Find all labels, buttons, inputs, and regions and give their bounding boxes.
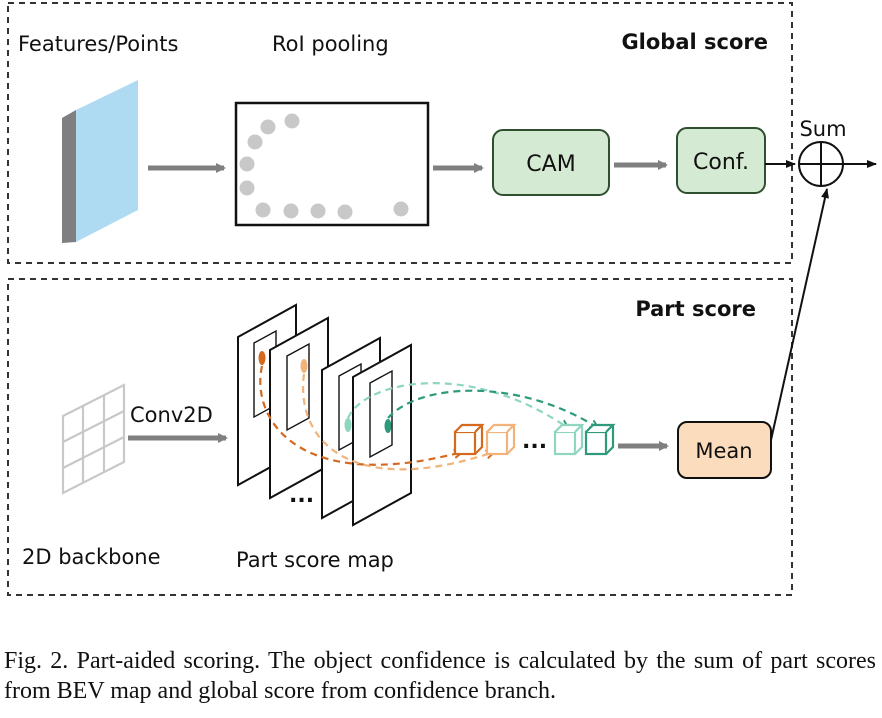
- arrow-teal-arc: [387, 389, 598, 428]
- sum-label: Sum: [799, 117, 846, 141]
- backbone-label: 2D backbone: [22, 545, 161, 569]
- conf-label: Conf.: [693, 150, 749, 175]
- cube-ellipsis: ...: [522, 429, 547, 454]
- diagram: Global score Features/Points RoI pooling…: [7, 2, 877, 596]
- cube-icon: [453, 423, 485, 456]
- roi-pooling-label: RoI pooling: [272, 32, 389, 56]
- global-score-title: Global score: [621, 30, 768, 54]
- figure-caption: Fig. 2. Part-aided scoring. The object c…: [4, 648, 876, 704]
- cube-icon: [485, 423, 517, 456]
- arrow-mean-to-sum: [770, 188, 829, 441]
- arrow-light-teal-arc: [346, 382, 568, 428]
- conf-box: [676, 127, 766, 194]
- score-map-plane: [352, 343, 412, 527]
- cube-icon: [553, 423, 585, 456]
- global-score-panel: [7, 2, 793, 264]
- part-score-maps: [237, 303, 412, 527]
- mean-box: [677, 421, 772, 479]
- part-score-title: Part score: [635, 297, 756, 321]
- sum-operator-icon: [798, 141, 844, 187]
- part-score-map-label: Part score map: [236, 548, 394, 572]
- cube-icon: [584, 423, 616, 456]
- score-map-plane: [269, 316, 329, 500]
- features-points-label: Features/Points: [18, 32, 178, 56]
- arrow-light-orange-arc: [301, 373, 494, 471]
- cam-label: CAM: [526, 152, 575, 177]
- backbone-grid-icon: [61, 383, 126, 495]
- conv2d-label: Conv2D: [130, 403, 213, 427]
- feature-map-icon: [62, 80, 138, 243]
- cam-box: [492, 129, 610, 196]
- mean-label: Mean: [695, 439, 752, 463]
- map-ellipsis: ...: [289, 483, 314, 508]
- roi-pooling-box: [234, 101, 430, 227]
